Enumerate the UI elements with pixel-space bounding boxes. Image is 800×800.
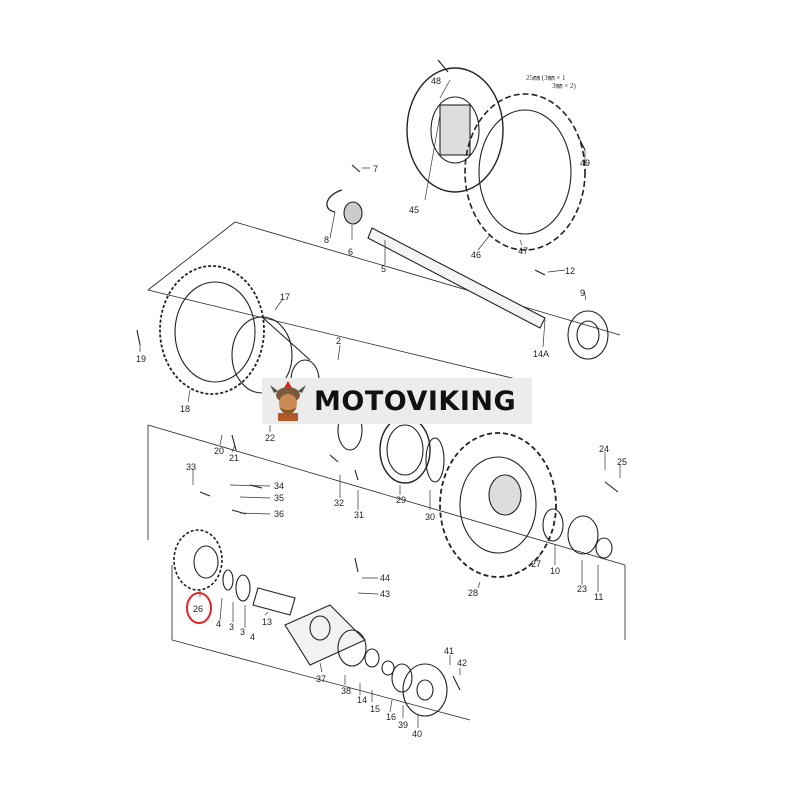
callout-16: 16 [386, 712, 396, 722]
callout-28: 28 [468, 588, 478, 598]
callout-3b: 3 [240, 627, 245, 637]
drive-sprocket-28 [439, 432, 557, 578]
callout-41: 41 [444, 646, 454, 656]
callout-25: 25 [617, 457, 627, 467]
callout-13: 13 [262, 617, 272, 627]
callout-35: 35 [274, 493, 284, 503]
callout-36: 36 [274, 509, 284, 519]
callout-33: 33 [186, 462, 196, 472]
callout-14A: 14A [533, 349, 549, 359]
callout-10: 10 [550, 566, 560, 576]
callout-22: 22 [265, 433, 275, 443]
callout-7: 7 [373, 164, 378, 174]
callout-8: 8 [324, 235, 329, 245]
callout-37: 37 [316, 674, 326, 684]
callout-17: 17 [280, 292, 290, 302]
callout-18: 18 [180, 404, 190, 414]
callout-3: 3 [229, 622, 234, 632]
callout-48: 48 [431, 76, 441, 86]
callout-32: 32 [334, 498, 344, 508]
pinion-gear-26 [173, 529, 223, 591]
callout-23: 23 [577, 584, 587, 594]
callout-6: 6 [348, 247, 353, 257]
callout-4: 4 [216, 619, 221, 629]
motoviking-logo: MOTOVIKING [262, 378, 532, 424]
callout-46: 46 [471, 250, 481, 260]
upper-sprocket-hub [406, 67, 504, 193]
callout-11: 11 [594, 592, 603, 602]
callout-44: 44 [380, 573, 390, 583]
callout-47: 47 [518, 246, 528, 256]
callout-29: 29 [396, 495, 406, 505]
callout-43: 43 [380, 589, 390, 599]
callout-49: 49 [580, 158, 590, 168]
callout-40: 40 [412, 729, 422, 739]
callout-27: 27 [531, 559, 541, 569]
note-line-1: 25㎜ (3㎜ × 1 [526, 74, 566, 82]
callout-38: 38 [341, 686, 351, 696]
callout-39: 39 [398, 720, 408, 730]
upper-sprocket-ring [464, 93, 586, 251]
viking-mascot-icon [270, 381, 306, 421]
callout-26: 26 [193, 604, 203, 614]
note-line-2: 3㎜ × 2) [552, 82, 576, 90]
callout-5: 5 [381, 264, 386, 274]
callout-24: 24 [599, 444, 609, 454]
callout-21: 21 [229, 453, 239, 463]
highlight-circle-part-26 [186, 592, 212, 624]
callout-14: 14 [357, 695, 367, 705]
logo-text: MOTOVIKING [314, 385, 517, 417]
ring-gear-18 [159, 265, 265, 395]
callout-4b: 4 [250, 632, 255, 642]
callout-19: 19 [136, 354, 146, 364]
callout-15: 15 [370, 704, 380, 714]
callout-42: 42 [457, 658, 467, 668]
callout-12: 12 [565, 266, 575, 276]
callout-2: 2 [336, 336, 341, 346]
callout-30: 30 [425, 512, 435, 522]
callout-20: 20 [214, 446, 224, 456]
callout-9: 9 [580, 288, 585, 298]
callout-34: 34 [274, 481, 284, 491]
callout-45: 45 [409, 205, 419, 215]
callout-31: 31 [354, 510, 364, 520]
